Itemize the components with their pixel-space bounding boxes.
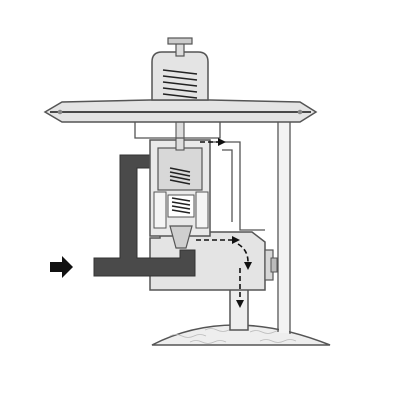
pilot-return-passage [210, 141, 265, 231]
flow-arrowheads [218, 138, 252, 308]
flow-arrows-icon [196, 141, 249, 300]
pilot-spring-housing [167, 194, 195, 218]
pilot-upper-chamber [157, 147, 203, 191]
pilot-right-block [195, 191, 209, 229]
diaphragm-housing [43, 99, 318, 123]
housing-bolt-right [297, 109, 303, 115]
pilot-left-block [153, 191, 167, 229]
pilot-upper-spring [169, 167, 191, 185]
adjustment-spring [162, 69, 198, 99]
arrow-right-icon [50, 256, 73, 278]
pilot-spring [171, 197, 191, 214]
spring-bonnet [151, 51, 209, 101]
sensing-line [277, 120, 291, 334]
inlet-passage [93, 154, 196, 277]
adjustment-screw [167, 37, 193, 57]
side-fitting [264, 249, 278, 281]
pilot-plunger [169, 225, 193, 249]
housing-bolt-left [57, 109, 63, 115]
sensing-line-fill [279, 120, 289, 333]
valve-stem [175, 117, 185, 151]
lower-housing-skirt [134, 122, 221, 139]
